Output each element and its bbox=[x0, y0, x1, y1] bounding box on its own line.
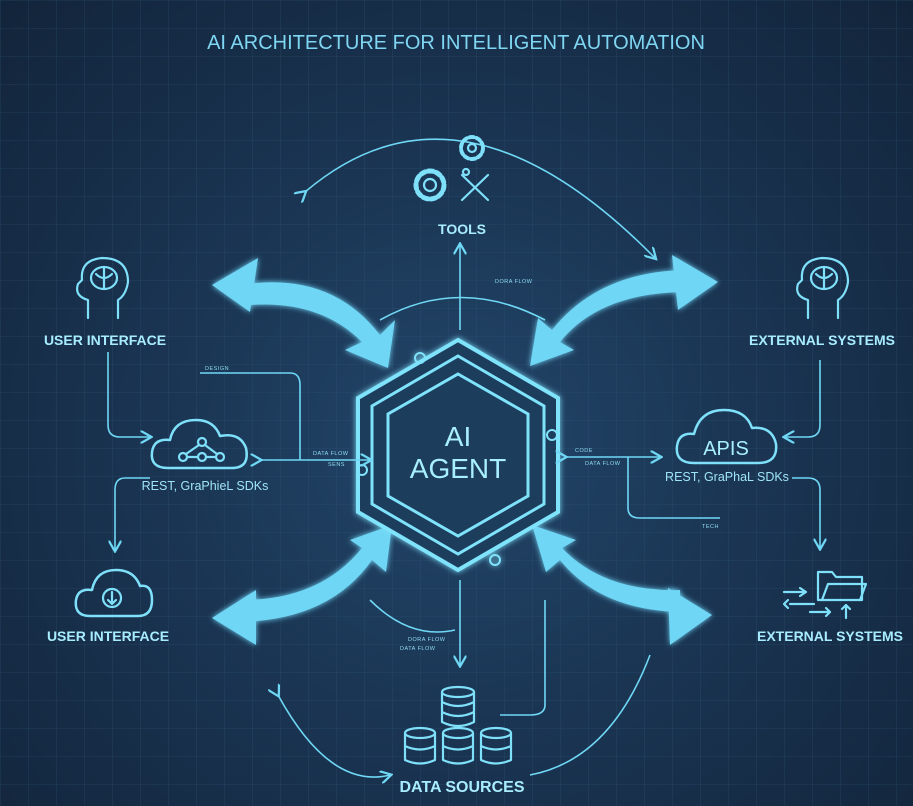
flow-label-bottom2: DATA FLOW bbox=[400, 646, 436, 652]
left-cloud-sublabel: REST, GraPhieL SDKs bbox=[142, 479, 269, 493]
data-sources-label: DATA SOURCES bbox=[399, 779, 524, 796]
big-arrow-top-left bbox=[212, 258, 395, 368]
cloud-download-icon bbox=[74, 568, 154, 618]
apis-cloud-icon bbox=[675, 408, 778, 465]
agent-label-line2: AGENT bbox=[410, 453, 506, 484]
agent-label-line1: AI bbox=[445, 421, 471, 452]
external-systems-bottom-label: EXTERNAL SYSTEMS bbox=[757, 628, 903, 644]
diagram-title: AI ARCHITECTURE FOR INTELLIGENT AUTOMATI… bbox=[207, 32, 705, 54]
database-stack-icon bbox=[403, 685, 513, 765]
top-arc-connector bbox=[305, 138, 655, 258]
external-systems-top-label: EXTERNAL SYSTEMS bbox=[749, 332, 895, 348]
apis-sublabel: REST, GraPhaL SDKs bbox=[665, 470, 789, 484]
brain-head-icon-left bbox=[76, 256, 130, 320]
apis-label: APIS bbox=[703, 438, 749, 460]
big-arrow-bottom-right bbox=[532, 525, 712, 645]
flow-label-left-top: DESIGN bbox=[205, 366, 229, 372]
flow-label-right-top: CODE bbox=[575, 448, 593, 454]
flow-label-bottom1: DORA FLOW bbox=[408, 637, 446, 643]
bottom-left-arc-connector bbox=[278, 695, 390, 777]
user-interface-bottom-label: USER INTERFACE bbox=[47, 628, 169, 644]
big-arrow-top-right bbox=[530, 255, 718, 366]
tools-label: TOOLS bbox=[438, 221, 486, 237]
ai-agent-hexagon[interactable] bbox=[356, 337, 560, 573]
bottom-right-arc-connector bbox=[529, 654, 651, 776]
connectors bbox=[107, 245, 820, 716]
flow-label-right-mid: DATA FLOW bbox=[585, 461, 621, 467]
big-arrow-bottom-left bbox=[212, 525, 392, 645]
brain-head-icon-right bbox=[796, 256, 850, 320]
folder-transfer-icon bbox=[782, 570, 868, 620]
flow-label-left-mid2: SENS bbox=[328, 462, 345, 468]
cloud-network-icon bbox=[150, 418, 248, 470]
flow-label-top: DORA FLOW bbox=[495, 279, 533, 285]
flow-label-left-mid: DATA FLOW bbox=[313, 451, 349, 457]
user-interface-top-label: USER INTERFACE bbox=[44, 332, 166, 348]
gears-wrench-icon bbox=[413, 135, 490, 202]
flow-label-right-bottom: TECH bbox=[702, 524, 719, 530]
